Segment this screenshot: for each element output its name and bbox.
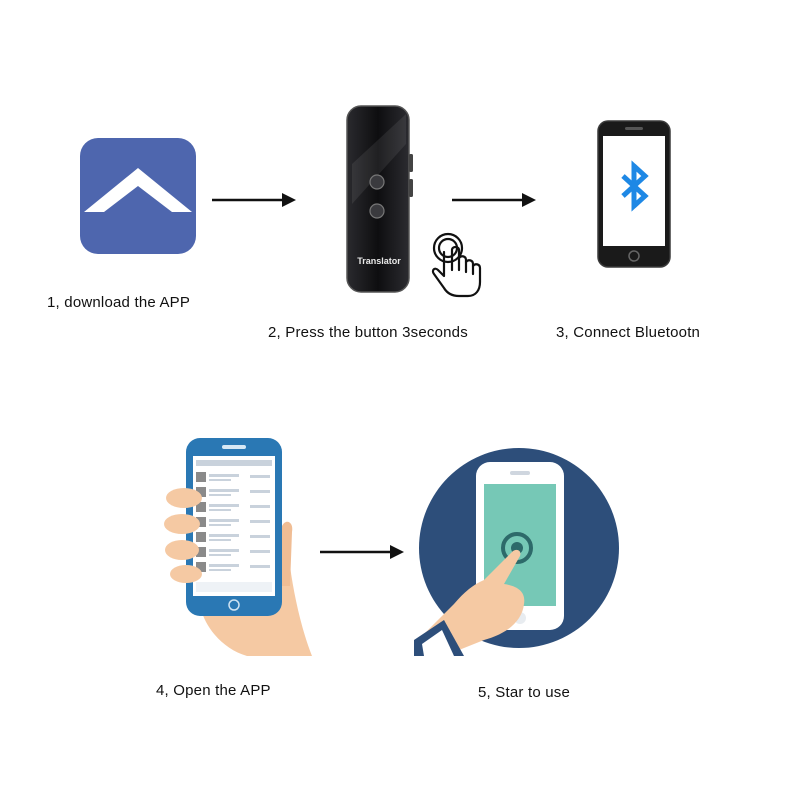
step-2-label: 2, Press the button 3seconds xyxy=(268,324,468,341)
step-1-label: 1, download the APP xyxy=(47,294,191,311)
app-icon xyxy=(80,138,196,254)
right-arrow-icon xyxy=(452,190,537,210)
right-arrow-icon xyxy=(212,190,297,210)
step-4-label: 4, Open the APP xyxy=(156,682,271,699)
hand-holding-phone-icon xyxy=(162,436,332,658)
translator-device: Translator xyxy=(344,104,416,296)
step-5-label: 5, Star to use xyxy=(478,684,571,701)
step-3-label: 3, Connect Bluetootn xyxy=(556,324,701,341)
right-arrow-icon xyxy=(320,542,405,562)
finger-tap-phone-icon xyxy=(414,444,624,656)
device-brand-text: Translator xyxy=(357,256,401,266)
hand-tap-icon xyxy=(426,230,486,300)
bluetooth-phone-icon xyxy=(597,120,671,268)
